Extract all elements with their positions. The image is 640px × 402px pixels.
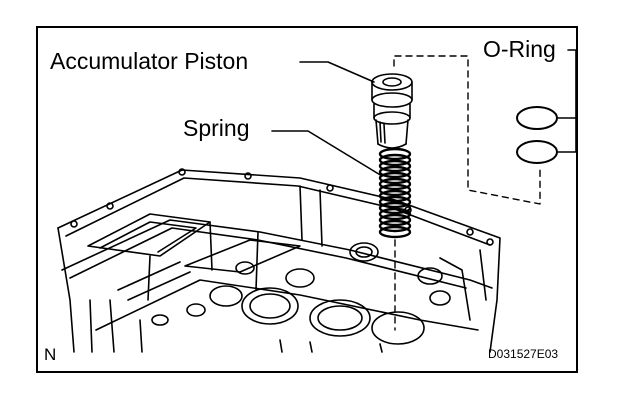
figure-code: D031527E03 <box>488 347 559 361</box>
transmission-housing <box>57 168 501 353</box>
direction-marker: N <box>44 345 57 364</box>
o-ring-parts <box>516 106 558 164</box>
spring-part <box>378 147 412 239</box>
assembly-dashed-lines <box>393 55 541 331</box>
spring-label: Spring <box>183 115 250 141</box>
leader-lines <box>271 49 577 177</box>
o-ring-label: O-Ring <box>483 36 556 62</box>
accumulator-piston-part <box>371 73 413 149</box>
accumulator-piston-label: Accumulator Piston <box>50 48 249 74</box>
